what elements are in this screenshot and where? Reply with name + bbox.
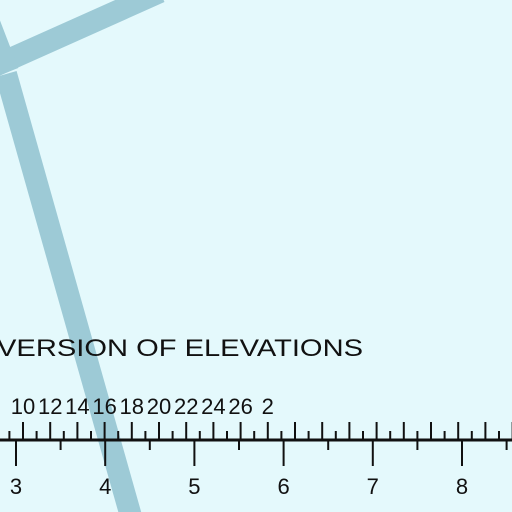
scale-label-lower: 5 [188,474,200,499]
scale-label-upper: 24 [201,394,225,419]
scale-label-upper: 20 [147,394,171,419]
scale-label-upper: 16 [92,394,116,419]
scale-label-lower: 7 [367,474,379,499]
scale-label-lower: 8 [456,474,468,499]
scale-label-upper: 12 [38,394,62,419]
scale-label-lower: 3 [10,474,22,499]
scale-label-upper: 10 [11,394,35,419]
scale-label-upper: 22 [174,394,198,419]
scale-heading: VERSION OF ELEVATIONS [0,335,363,362]
scale-label-upper: 2 [262,394,274,419]
scale-label-upper: 18 [120,394,144,419]
scale-label-lower: 4 [99,474,111,499]
roads [0,0,165,512]
scale-label-upper: 14 [65,394,89,419]
road-upper-left [0,20,19,76]
scale-label-lower: 6 [277,474,289,499]
road-diagonal-upper [0,0,165,76]
road-main [0,71,142,512]
scale-ticks [8,422,512,466]
scale-bottom-labels: 3 4 5 6 7 8 [10,474,468,499]
scale-label-upper: 26 [228,394,252,419]
